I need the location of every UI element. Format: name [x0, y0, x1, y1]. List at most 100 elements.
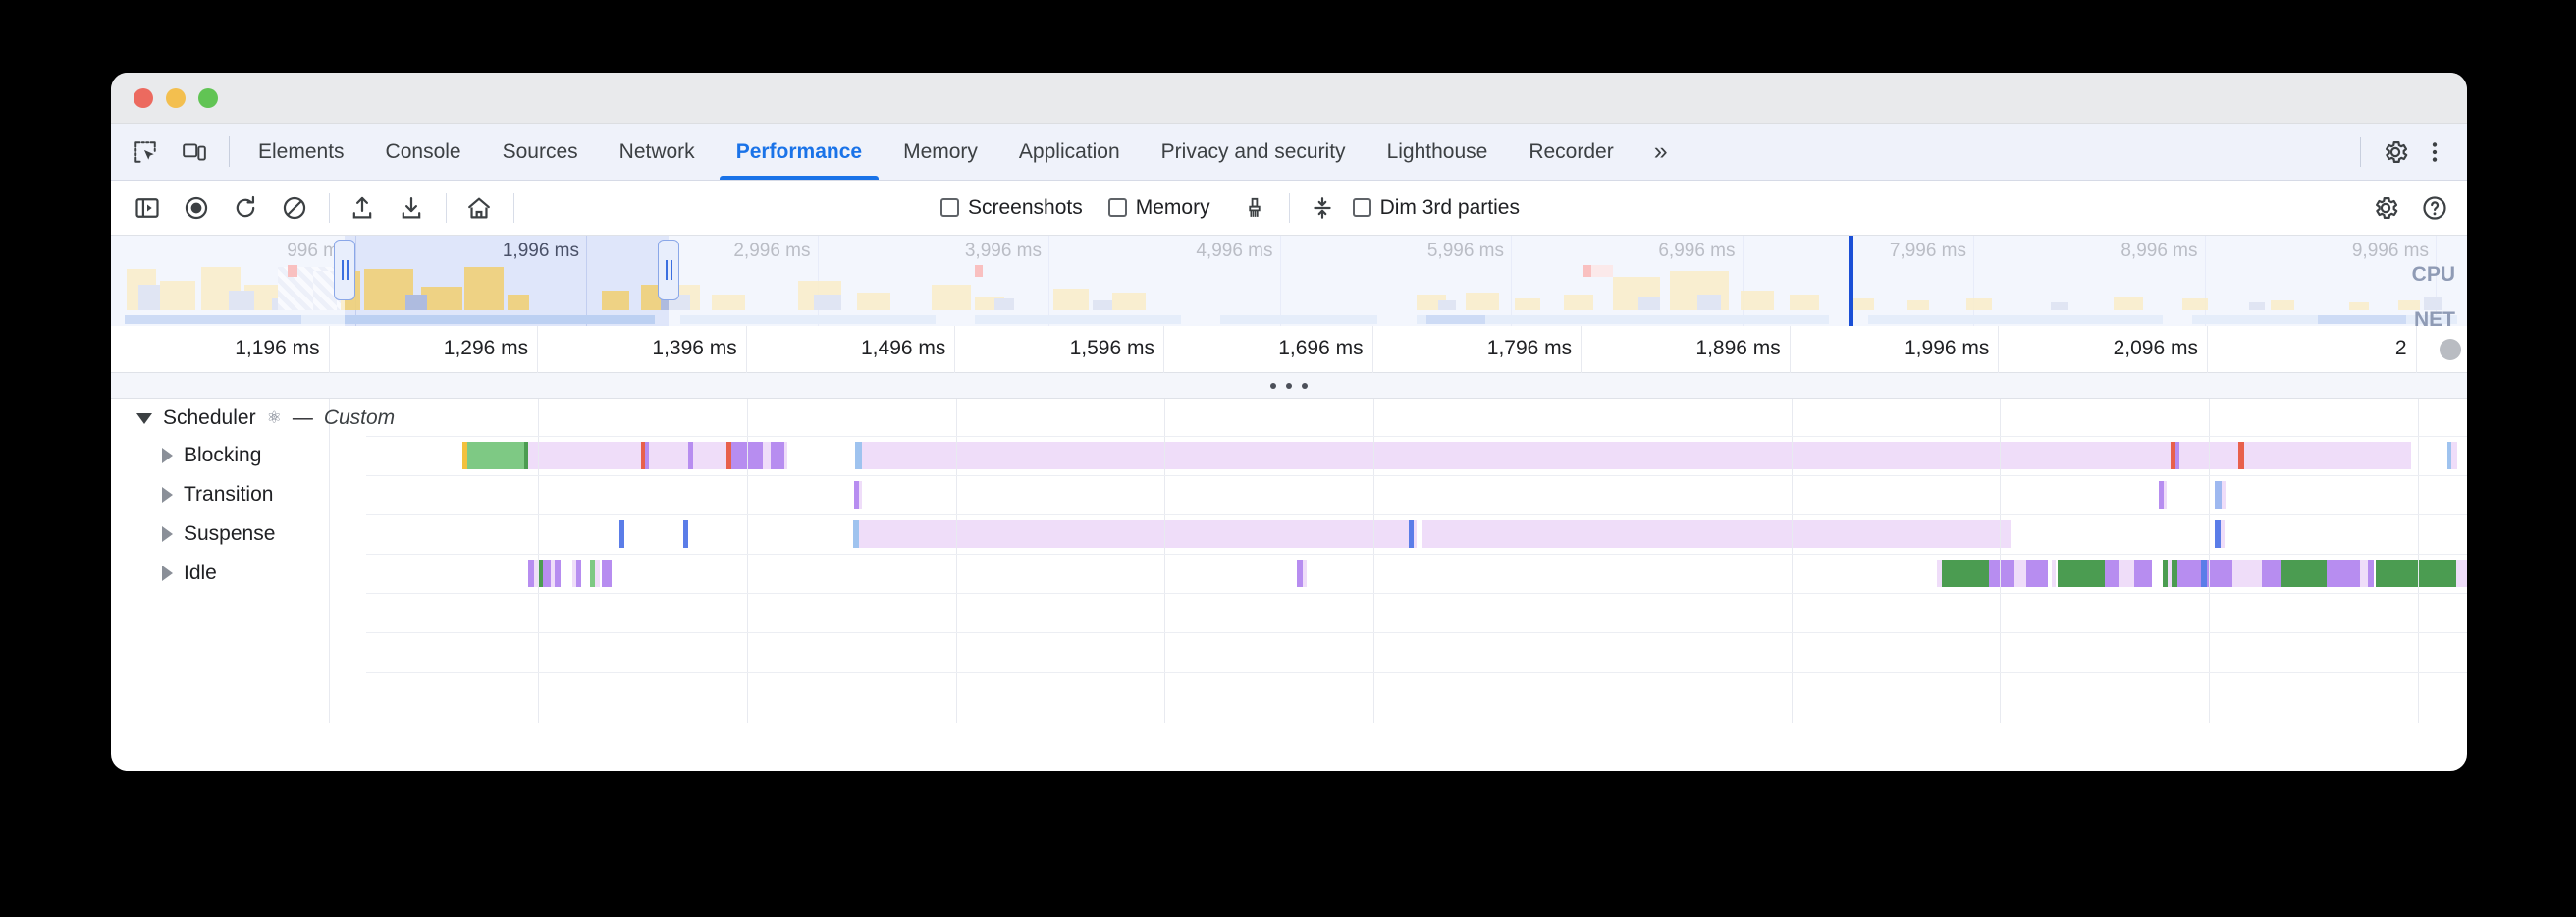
flame-bar[interactable] — [2163, 560, 2168, 587]
flame-bar[interactable] — [543, 560, 551, 587]
flame-bar[interactable] — [2244, 442, 2411, 469]
flame-bar[interactable] — [1937, 560, 1942, 587]
device-toolbar-icon[interactable] — [178, 135, 211, 169]
overview-left-handle[interactable] — [334, 240, 355, 300]
capture-settings-gear-icon[interactable] — [2367, 189, 2404, 227]
flame-bar[interactable] — [2134, 560, 2152, 587]
flame-bar[interactable] — [731, 442, 735, 469]
tab-console[interactable]: Console — [365, 124, 482, 180]
settings-gear-icon[interactable] — [2379, 135, 2412, 169]
flame-bar[interactable] — [528, 560, 534, 587]
chevron-right-icon[interactable] — [162, 526, 173, 542]
reload-and-record-icon[interactable] — [227, 189, 264, 227]
minimize-window-button[interactable] — [166, 87, 186, 108]
flame-bar[interactable] — [2058, 560, 2105, 587]
flame-bar[interactable] — [2327, 560, 2360, 587]
flame-bar[interactable] — [1409, 520, 1414, 548]
flame-bar[interactable] — [855, 442, 862, 469]
flame-bar[interactable] — [2262, 560, 2281, 587]
track-label-idle[interactable]: Idle — [111, 554, 217, 593]
track-bars-idle[interactable] — [111, 560, 2467, 587]
collapse-expand-icon[interactable] — [1304, 189, 1341, 227]
save-profile-icon[interactable] — [393, 189, 430, 227]
flame-bar[interactable] — [1989, 560, 2014, 587]
track-bars-suspense[interactable] — [111, 520, 2467, 548]
flame-bar[interactable] — [1422, 520, 2011, 548]
tab-application[interactable]: Application — [998, 124, 1141, 180]
flame-bar[interactable] — [2447, 442, 2451, 469]
flame-bar[interactable] — [2164, 481, 2167, 509]
flame-bar[interactable] — [735, 442, 763, 469]
maximize-window-button[interactable] — [198, 87, 218, 108]
flame-bar[interactable] — [619, 520, 624, 548]
flame-bar[interactable] — [595, 560, 600, 587]
record-icon[interactable] — [178, 189, 215, 227]
flame-bar[interactable] — [859, 481, 862, 509]
track-label-suspense[interactable]: Suspense — [111, 514, 275, 554]
flame-bar[interactable] — [862, 442, 2281, 469]
flame-bar[interactable] — [2168, 560, 2172, 587]
flamechart-tracks[interactable]: Scheduler ⚛ — Custom Blocking Transition — [111, 399, 2467, 723]
memory-checkbox-box[interactable] — [1107, 198, 1127, 217]
chevron-right-icon[interactable] — [162, 566, 173, 581]
flame-bar[interactable] — [2207, 560, 2232, 587]
tab-sources[interactable]: Sources — [482, 124, 599, 180]
flame-bar[interactable] — [2052, 560, 2056, 587]
track-row-suspense[interactable]: Suspense — [111, 514, 2467, 554]
close-window-button[interactable] — [134, 87, 153, 108]
flame-bar[interactable] — [576, 560, 581, 587]
flame-bar[interactable] — [2222, 481, 2226, 509]
load-profile-icon[interactable] — [344, 189, 381, 227]
scheduler-group-label[interactable]: Scheduler ⚛ — Custom — [111, 399, 395, 438]
flame-bar[interactable] — [2171, 442, 2175, 469]
overview-right-handle[interactable] — [658, 240, 679, 300]
flame-bar[interactable] — [2232, 560, 2262, 587]
flame-bar[interactable] — [467, 442, 524, 469]
flame-bar[interactable] — [766, 442, 771, 469]
track-bars-transition[interactable] — [111, 481, 2467, 509]
track-label-transition[interactable]: Transition — [111, 475, 273, 514]
chevron-right-icon[interactable] — [162, 448, 173, 463]
flame-bar[interactable] — [2105, 560, 2119, 587]
flame-bar[interactable] — [2124, 560, 2134, 587]
flame-bar[interactable] — [641, 442, 645, 469]
flame-bar[interactable] — [763, 442, 766, 469]
flame-bar[interactable] — [524, 442, 528, 469]
flame-bar[interactable] — [1303, 560, 1307, 587]
flame-bar[interactable] — [2368, 560, 2374, 587]
flame-bar[interactable] — [2172, 560, 2177, 587]
flame-bar[interactable] — [645, 442, 649, 469]
tab-performance[interactable]: Performance — [716, 124, 883, 180]
flame-bar[interactable] — [688, 442, 693, 469]
more-tabs-button[interactable]: » — [1635, 124, 1688, 180]
track-label-blocking[interactable]: Blocking — [111, 436, 261, 475]
tab-privacy-and-security[interactable]: Privacy and security — [1141, 124, 1367, 180]
flame-bar[interactable] — [2451, 442, 2457, 469]
more-options-icon[interactable] — [2418, 135, 2451, 169]
help-icon[interactable] — [2416, 189, 2453, 227]
flame-bar[interactable] — [2281, 560, 2327, 587]
flame-bar[interactable] — [2238, 442, 2244, 469]
flame-bar[interactable] — [2221, 520, 2225, 548]
flame-bar[interactable] — [528, 442, 641, 469]
flame-bar[interactable] — [649, 442, 688, 469]
flame-bar[interactable] — [2360, 560, 2368, 587]
resize-handle[interactable] — [111, 373, 2467, 399]
flame-bar[interactable] — [2215, 520, 2221, 548]
flame-bar[interactable] — [726, 442, 731, 469]
track-row-blocking[interactable]: Blocking — [111, 436, 2467, 475]
flame-bar[interactable] — [2376, 560, 2456, 587]
tab-lighthouse[interactable]: Lighthouse — [1367, 124, 1509, 180]
tab-memory[interactable]: Memory — [883, 124, 998, 180]
toggle-sidebar-icon[interactable] — [129, 189, 166, 227]
flame-bar[interactable] — [2014, 560, 2026, 587]
memory-checkbox[interactable]: Memory — [1107, 196, 1210, 220]
scroll-thumb[interactable] — [2440, 339, 2461, 360]
flame-bar[interactable] — [693, 442, 726, 469]
flame-bar[interactable] — [2215, 481, 2222, 509]
flame-bar[interactable] — [854, 481, 859, 509]
flame-bar[interactable] — [1942, 560, 1989, 587]
flame-bar[interactable] — [853, 520, 859, 548]
flame-bar[interactable] — [462, 442, 467, 469]
